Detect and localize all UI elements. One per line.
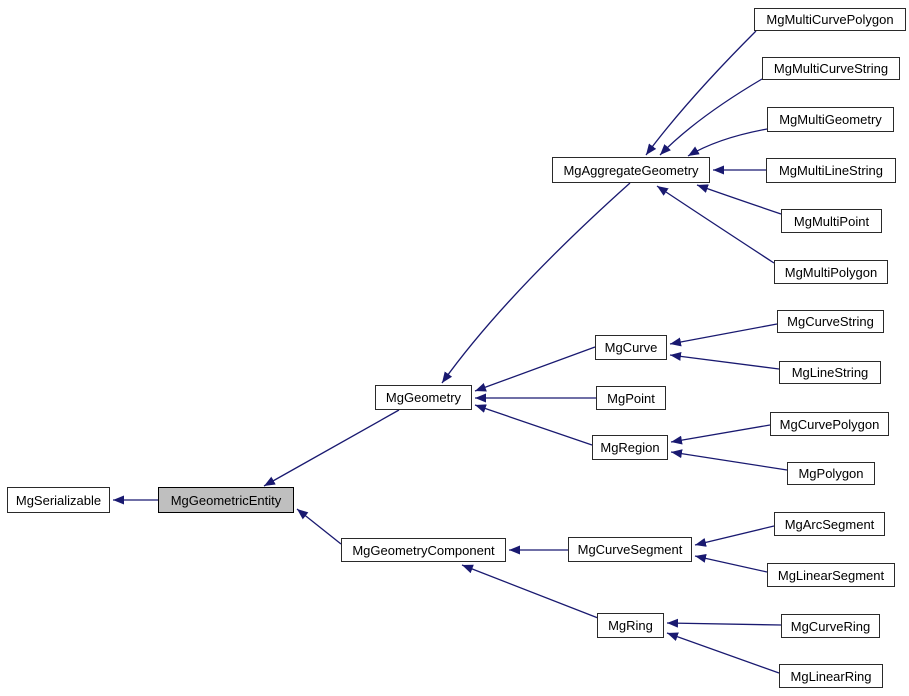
class-node-mgmultipoint[interactable]: MgMultiPoint (781, 209, 882, 233)
class-node-mgserializable[interactable]: MgSerializable (7, 487, 110, 513)
class-node-mgpolygon[interactable]: MgPolygon (787, 462, 875, 485)
edge-mgpolygon-to-mgregion (670, 449, 788, 471)
edge-mgring-to-mggeometrycomponent (461, 564, 599, 619)
edge-mglinearring-to-mgring (666, 632, 780, 674)
class-node-mgarcsegment[interactable]: MgArcSegment (774, 512, 885, 536)
class-node-mgregion[interactable]: MgRegion (592, 435, 668, 460)
edge-mgcurvering-to-mgring (666, 618, 782, 628)
edge-mgmultipolygon-to-mgaggregategeometry (656, 185, 775, 264)
class-node-mgcurvering[interactable]: MgCurveRing (781, 614, 880, 638)
edge-mggeometrycomponent-to-mggeometricentity (296, 508, 342, 545)
class-node-mgmulticurvestring[interactable]: MgMultiCurveString (762, 57, 900, 80)
class-node-mgmulticurvepolygon[interactable]: MgMultiCurvePolygon (754, 8, 906, 31)
class-node-mgpoint[interactable]: MgPoint (596, 386, 666, 410)
class-node-mgmultipolygon[interactable]: MgMultiPolygon (774, 260, 888, 284)
class-node-mggeometry[interactable]: MgGeometry (375, 385, 472, 410)
class-node-mgcurvepolygon[interactable]: MgCurvePolygon (770, 412, 889, 436)
edge-mglinestring-to-mgcurve (669, 351, 780, 370)
class-node-mgmultigeometry[interactable]: MgMultiGeometry (767, 107, 894, 132)
edge-mgcurvestring-to-mgcurve (669, 323, 778, 347)
class-node-mglinestring[interactable]: MgLineString (779, 361, 881, 384)
edge-mgaggregategeometry-to-mggeometry (441, 182, 631, 384)
class-node-mggeometricentity: MgGeometricEntity (158, 487, 294, 513)
edge-mgarcsegment-to-mgcurvesegment (694, 525, 775, 547)
class-node-mgcurvestring[interactable]: MgCurveString (777, 310, 884, 333)
class-node-mgring[interactable]: MgRing (597, 613, 664, 638)
edge-mgmultipoint-to-mgaggregategeometry (696, 184, 782, 215)
class-node-mgmultilinestring[interactable]: MgMultiLineString (766, 158, 896, 183)
edge-mggeometry-to-mggeometricentity (263, 409, 400, 487)
edge-mgmulticurvestring-to-mgaggregategeometry (659, 78, 763, 156)
edge-mgregion-to-mggeometry (474, 404, 593, 446)
edge-mgmultigeometry-to-mgaggregategeometry (687, 128, 768, 157)
class-node-mgaggregategeometry[interactable]: MgAggregateGeometry (552, 157, 710, 183)
edge-mgcurve-to-mggeometry (474, 346, 596, 392)
class-node-mggeometrycomponent[interactable]: MgGeometryComponent (341, 538, 506, 562)
edge-mgmulticurvepolygon-to-mgaggregategeometry (645, 30, 757, 156)
class-node-mgcurve[interactable]: MgCurve (595, 335, 667, 360)
class-node-mglinearsegment[interactable]: MgLinearSegment (767, 563, 895, 587)
edge-mglinearsegment-to-mgcurvesegment (694, 553, 768, 573)
edge-mgcurvepolygon-to-mgregion (670, 424, 771, 445)
class-node-mglinearring[interactable]: MgLinearRing (779, 664, 883, 688)
class-node-mgcurvesegment[interactable]: MgCurveSegment (568, 537, 692, 562)
